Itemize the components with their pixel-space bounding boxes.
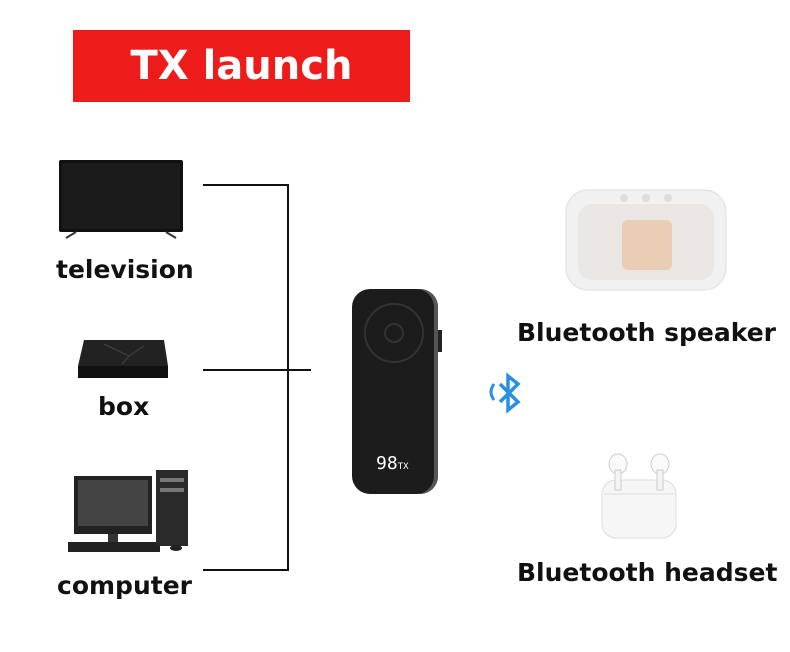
target-label-speaker: Bluetooth speaker: [517, 318, 776, 347]
display-mode: TX: [397, 462, 409, 472]
set-top-box-icon: [78, 340, 168, 378]
earbuds-icon: [601, 453, 677, 539]
source-label-box: box: [98, 392, 150, 421]
source-label-television: television: [56, 255, 194, 284]
computer-icon: [68, 470, 188, 552]
television-icon: [59, 160, 183, 239]
source-label-computer: computer: [57, 571, 192, 600]
control-wheel: [364, 303, 424, 363]
play-button: [384, 323, 404, 343]
device-display: 98TX: [376, 453, 409, 474]
bluetooth-icon: [489, 372, 521, 414]
connector-line: [203, 569, 289, 571]
connector-line: [287, 184, 289, 571]
page-title: TX launch mode: [73, 30, 410, 161]
side-button: [438, 330, 442, 352]
connector-line: [203, 184, 289, 186]
bluetooth-transmitter-device: 98TX: [352, 289, 438, 494]
display-frequency: 98: [376, 453, 398, 474]
speaker-icon: [565, 189, 727, 291]
target-label-headset: Bluetooth headset: [517, 558, 778, 587]
connector-line: [203, 369, 311, 371]
